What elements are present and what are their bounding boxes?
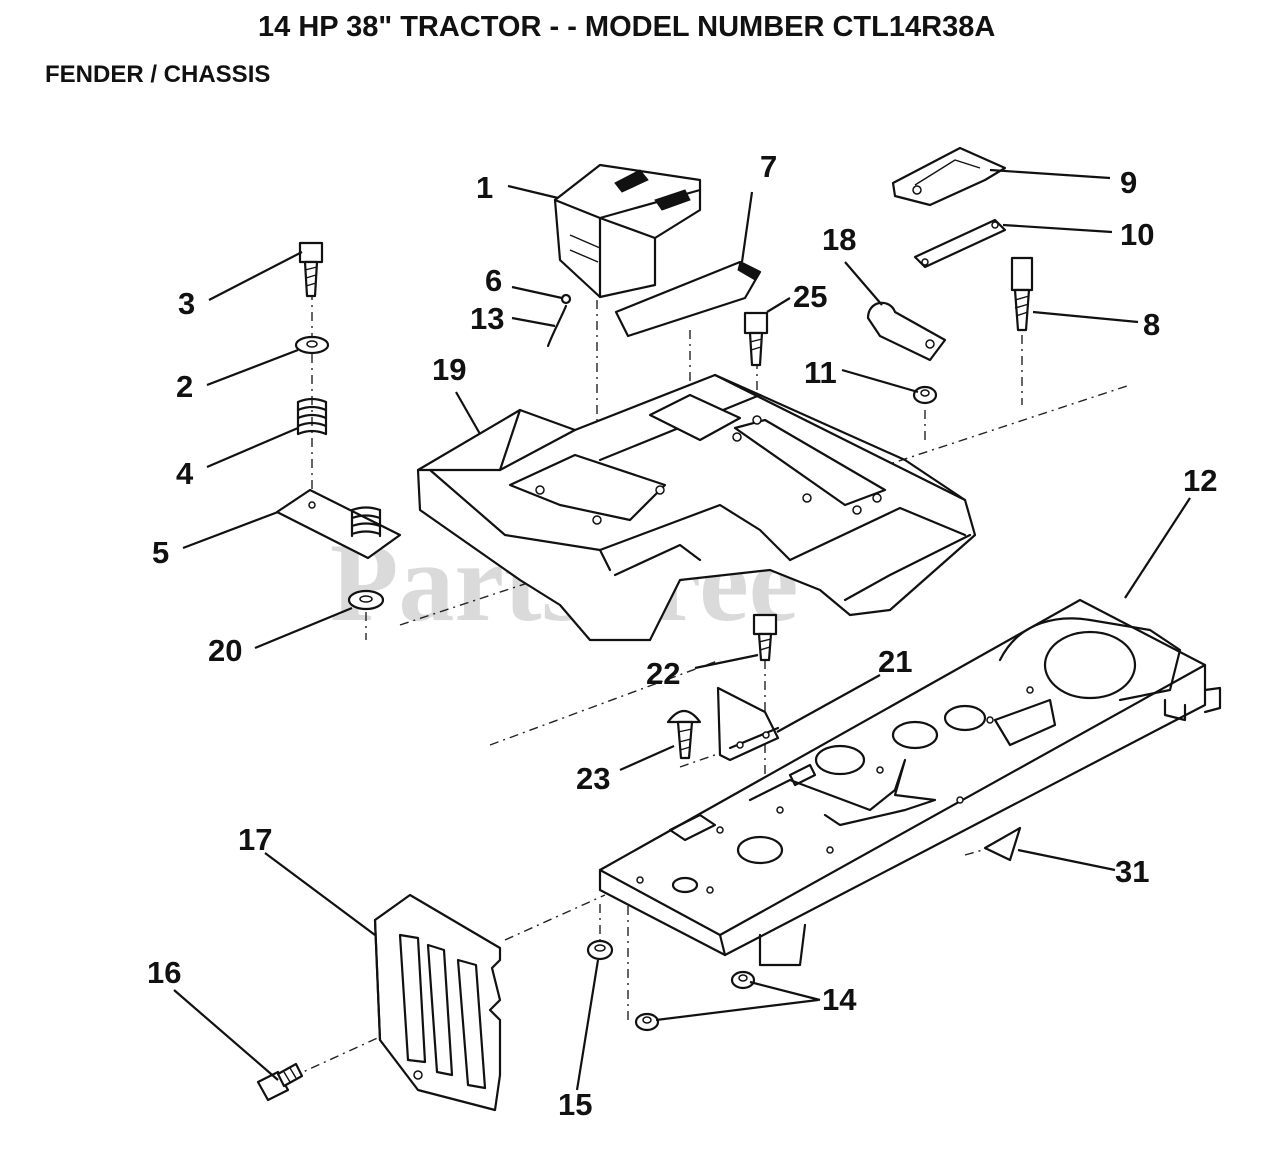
callout-19: 19	[432, 352, 466, 387]
part-2-washer	[294, 335, 330, 355]
callout-18: 18	[822, 222, 856, 257]
callout-20: 20	[208, 633, 242, 668]
leader-lines	[173, 168, 1191, 1091]
callout-25: 25	[793, 279, 827, 314]
part-10-plate	[913, 218, 1007, 269]
part-19-fender	[416, 373, 977, 642]
callout-12: 12	[1183, 463, 1217, 498]
part-1-control-box	[553, 163, 702, 299]
part-7-decal	[614, 260, 762, 338]
section-subtitle: FENDER / CHASSIS	[45, 61, 270, 88]
part-25-bolt	[743, 311, 769, 367]
part-5-spring-plate	[275, 488, 402, 560]
part-17-front-plate	[373, 893, 502, 1112]
page-title: 14 HP 38" TRACTOR - - MODEL NUMBER CTL14…	[258, 11, 995, 43]
callout-1: 1	[476, 170, 493, 205]
callout-labels: 1 2 3 4 5 6 7 8 9 10 11 12 13 14 15 16 1…	[147, 149, 1217, 1122]
callout-13: 13	[470, 301, 504, 336]
part-21-bracket	[716, 686, 780, 762]
callout-6: 6	[485, 263, 502, 298]
part-6-screw	[560, 293, 572, 305]
part-14-nuts	[634, 970, 756, 1032]
callout-31: 31	[1115, 854, 1149, 889]
callout-21: 21	[878, 644, 912, 679]
part-20-washer	[347, 589, 385, 611]
part-11-nut	[912, 385, 938, 405]
part-31-tab	[983, 826, 1022, 862]
part-8-bolt	[1010, 256, 1034, 332]
part-9-bracket	[891, 146, 1007, 207]
callout-17: 17	[238, 822, 272, 857]
part-15-nut	[586, 939, 614, 961]
callout-16: 16	[147, 955, 181, 990]
part-23-carriage-bolt	[666, 709, 702, 760]
callout-5: 5	[152, 535, 169, 570]
part-22-bolt	[752, 613, 778, 662]
part-3-bolt	[298, 241, 324, 298]
callout-11: 11	[804, 355, 837, 390]
callout-15: 15	[558, 1087, 592, 1122]
callout-22: 22	[646, 656, 680, 691]
part-18-clamp	[866, 301, 947, 362]
callout-23: 23	[576, 761, 610, 796]
callout-4: 4	[176, 456, 194, 491]
part-13-wire	[546, 304, 568, 348]
callout-3: 3	[178, 286, 195, 321]
callout-10: 10	[1120, 217, 1154, 252]
callout-2: 2	[176, 369, 193, 404]
callout-7: 7	[760, 149, 777, 184]
callout-14: 14	[822, 982, 857, 1017]
part-12-chassis-frame	[598, 598, 1222, 967]
callout-8: 8	[1143, 307, 1160, 342]
callout-9: 9	[1120, 165, 1137, 200]
